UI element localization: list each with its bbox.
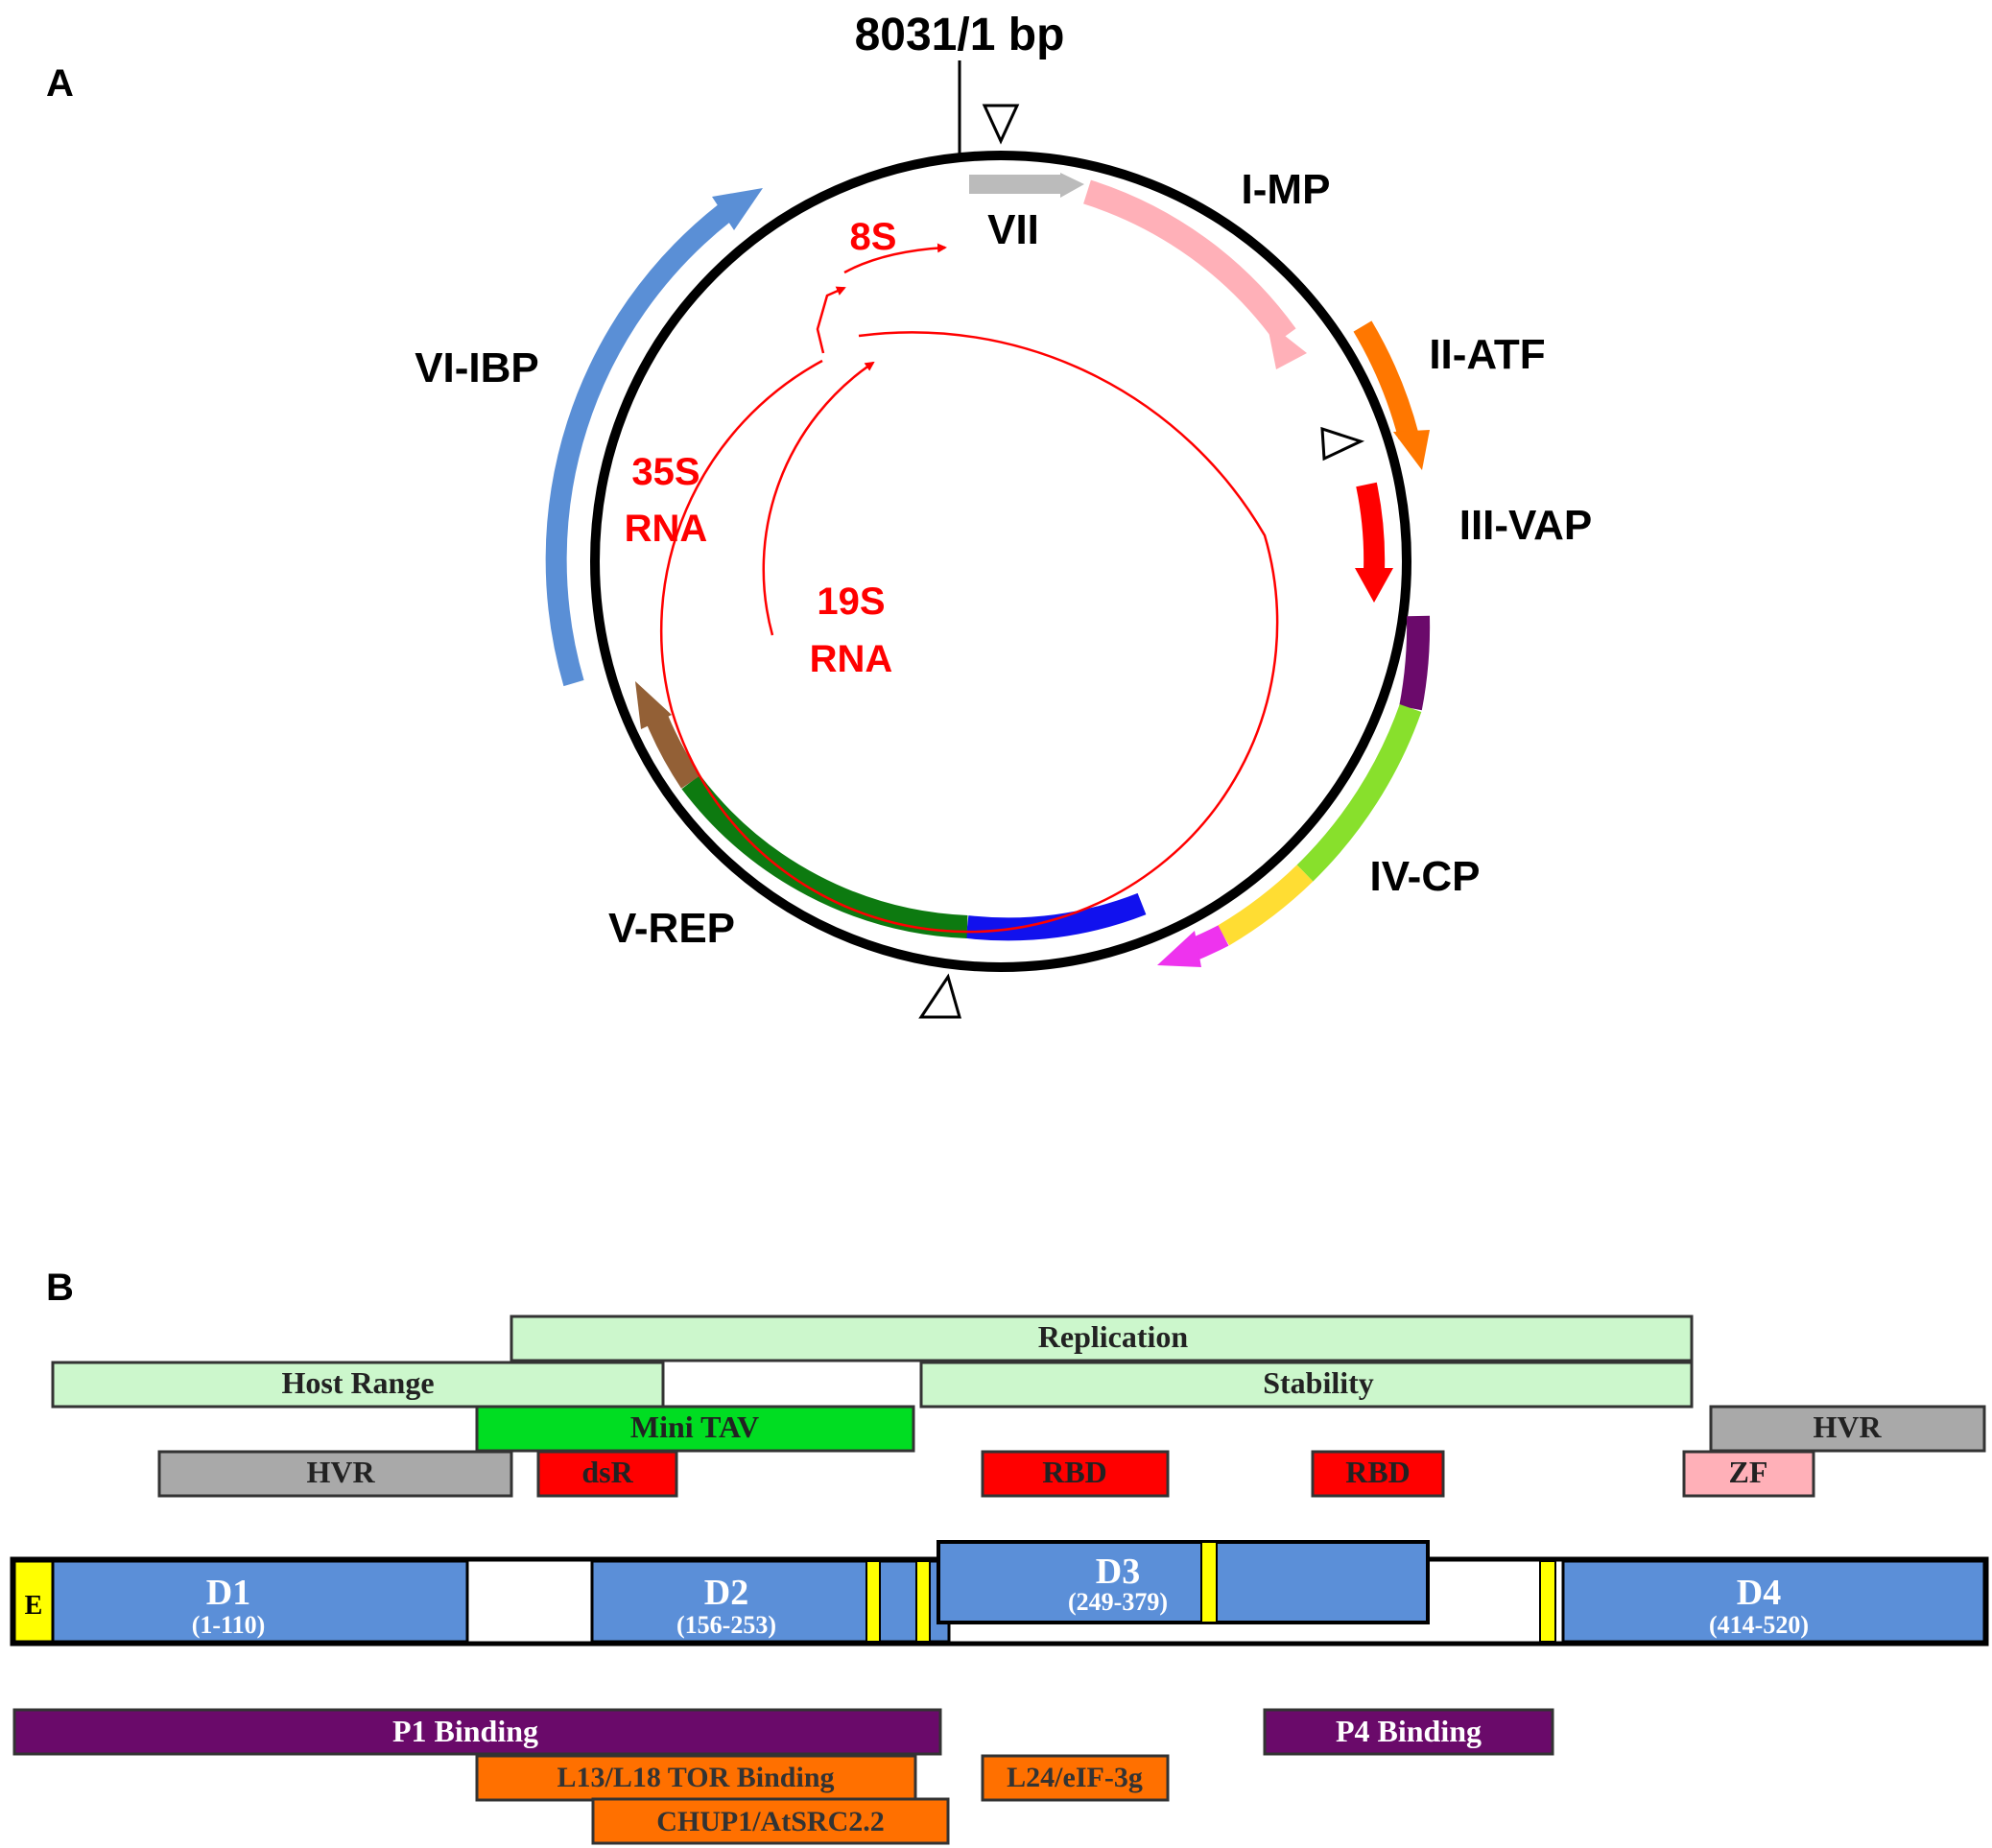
gene-label-iv-cp: IV-CP: [1370, 853, 1481, 900]
domain-d3-range: (249-379): [1068, 1588, 1168, 1616]
domain-e-label: E: [25, 1591, 43, 1621]
binding-p4-label: P4 Binding: [1336, 1714, 1482, 1748]
region-hvr-left: [157, 1450, 513, 1498]
yellow-marker-4: [1539, 1560, 1556, 1643]
region-hvr-right: [1709, 1405, 1986, 1453]
orf-v-rep-segment-1: [965, 892, 1147, 941]
orf-i-mp-arrowhead: [1267, 321, 1307, 369]
domain-d3: [937, 1540, 1430, 1624]
domain-d1-label: D1: [206, 1573, 250, 1613]
binding-l13-l18-tor-label: L13/L18 TOR Binding: [557, 1762, 834, 1793]
domain-d2-label: D2: [704, 1573, 748, 1613]
right-triangle-marker: [1320, 426, 1365, 462]
binding-chup1: [591, 1797, 950, 1845]
orf-iii-vap-arc: [1356, 482, 1386, 572]
yellow-marker-3: [1200, 1541, 1218, 1623]
panel-b-label: B: [46, 1267, 74, 1309]
rna-label-35s-line1: 35S: [631, 451, 700, 493]
orf-v-rep-arrowhead: [635, 681, 672, 729]
orf-iv-cp-segment-2: [1296, 703, 1422, 882]
bottom-triangle-marker: [918, 973, 961, 1019]
rna-label-19s-line2: RNA: [810, 638, 893, 680]
panel-b: B Replication Host Range Stability Mini …: [10, 1267, 1989, 1845]
orf-iii-vap-arrowhead: [1355, 568, 1393, 603]
region-zf: [1682, 1450, 1815, 1498]
rna-8s-branch-1: [816, 286, 846, 354]
yellow-marker-2: [915, 1560, 931, 1643]
orf-arcs: [545, 173, 1431, 967]
top-triangle-marker: [982, 104, 1020, 145]
region-mini-tav: [475, 1405, 915, 1453]
rna-8s-branch-2: [843, 243, 947, 274]
orf-iv-cp-arrowhead: [1157, 931, 1201, 967]
orf-ii-atf-arrowhead: [1393, 430, 1430, 470]
orf-v-rep-segment-3: [646, 715, 701, 789]
orf-iv-cp-segment-3: [1217, 865, 1314, 946]
gene-label-ii-atf: II-ATF: [1429, 331, 1545, 378]
domain-d1: [51, 1559, 469, 1644]
binding-p1: [12, 1708, 942, 1756]
panel-a: A 8031/1 bp: [46, 10, 1593, 1019]
region-stability-label: Stability: [1263, 1365, 1374, 1400]
orf-i-mp-arc: [1083, 179, 1296, 344]
region-hvr-left-label: HVR: [306, 1455, 375, 1489]
orf-vii-arrowhead: [1060, 173, 1084, 198]
yellow-marker-1: [866, 1560, 881, 1643]
gene-label-v-rep: V-REP: [608, 905, 735, 952]
orf-v-rep-segment-2: [681, 774, 968, 938]
origin-label: 8031/1 bp: [855, 10, 1065, 60]
orf-vi-ibp-arrowhead: [712, 188, 763, 230]
region-stability: [919, 1361, 1694, 1409]
orf-vi-ibp-arc: [545, 204, 731, 687]
binding-l24: [981, 1754, 1170, 1802]
rna-35s-circle: [659, 331, 1279, 934]
panel-a-label: A: [46, 62, 74, 105]
region-host-range-label: Host Range: [281, 1365, 434, 1400]
genome-circle: [590, 151, 1411, 972]
rna-label-8s: 8S: [850, 216, 897, 258]
protein-domain-bar: E D1 (1-110) D2 (156-253) D3 (249-379) D…: [10, 1540, 1989, 1647]
binding-p4: [1263, 1708, 1554, 1756]
region-dsr-label: dsR: [581, 1455, 633, 1489]
region-rbd-1-label: RBD: [1042, 1455, 1107, 1489]
rna-label-19s-line1: 19S: [817, 580, 885, 623]
region-hvr-right-label: HVR: [1813, 1410, 1882, 1444]
orf-iv-cp-segment-1: [1399, 615, 1431, 711]
rna-label-35s-line2: RNA: [625, 508, 708, 550]
region-rbd-1: [981, 1450, 1170, 1498]
domain-e: [12, 1559, 55, 1644]
gene-label-vii: VII: [987, 206, 1039, 253]
domain-d2-range: (156-253): [676, 1611, 776, 1639]
region-replication: [510, 1315, 1694, 1362]
region-mini-tav-label: Mini TAV: [630, 1410, 759, 1444]
gene-label-iii-vap: III-VAP: [1459, 502, 1593, 549]
region-rbd-2-label: RBD: [1345, 1455, 1411, 1489]
binding-chup1-label: CHUP1/AtSRC2.2: [656, 1806, 885, 1837]
binding-l24-label: L24/eIF-3g: [1007, 1762, 1143, 1793]
region-rbd-2: [1311, 1450, 1445, 1498]
domain-d3-label: D3: [1096, 1552, 1140, 1592]
region-replication-label: Replication: [1038, 1319, 1189, 1354]
region-dsr: [536, 1450, 678, 1498]
gene-label-vi-ibp: VI-IBP: [415, 344, 539, 391]
rna-transcripts: [659, 243, 1279, 934]
region-host-range: [51, 1361, 665, 1409]
domain-d4-label: D4: [1737, 1573, 1781, 1613]
domain-d1-range: (1-110): [192, 1611, 266, 1639]
region-zf-label: ZF: [1729, 1455, 1768, 1489]
domain-d4-range: (414-520): [1709, 1611, 1809, 1639]
domain-d4: [1561, 1559, 1986, 1644]
rna-19s-arc: [762, 361, 875, 636]
gene-label-i-mp: I-MP: [1242, 166, 1331, 213]
binding-p1-label: P1 Binding: [392, 1714, 538, 1748]
orf-ii-atf-arc: [1353, 320, 1419, 439]
